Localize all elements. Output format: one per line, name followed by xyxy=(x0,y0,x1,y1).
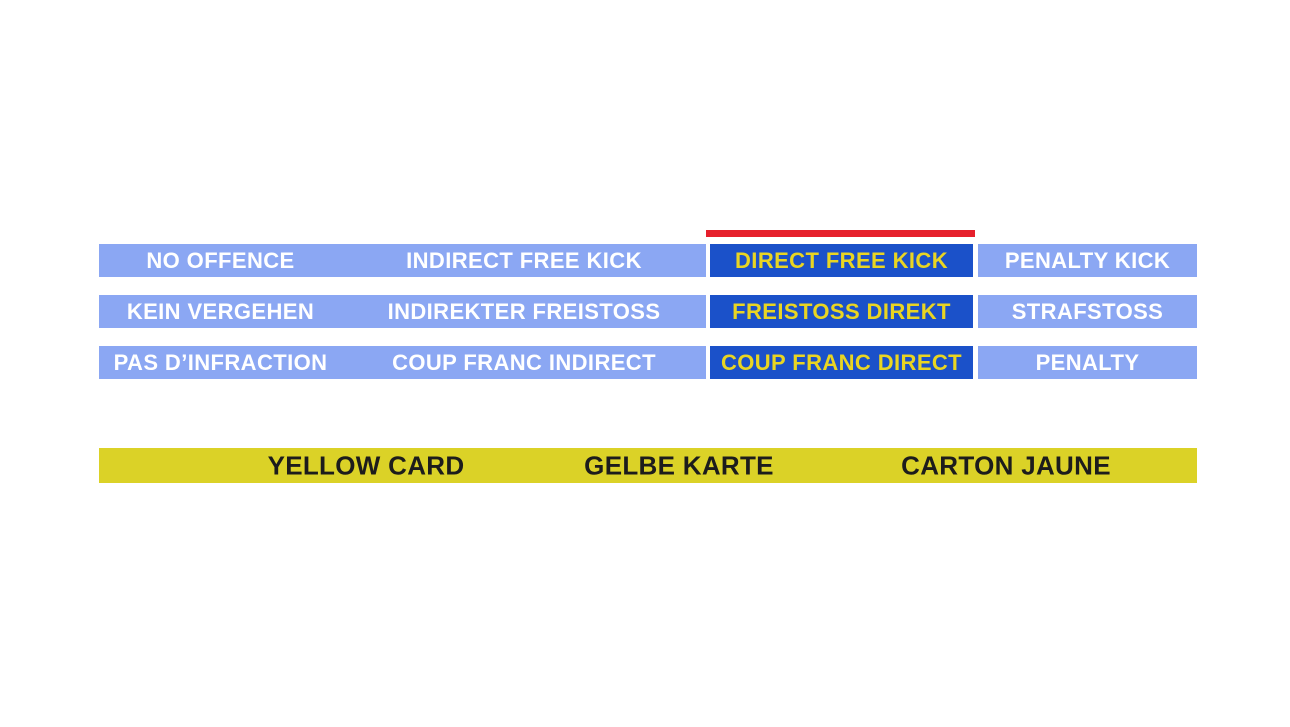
answer-en-no-offence[interactable]: NO OFFENCE xyxy=(99,244,342,277)
answer-row-fr: PAS D’INFRACTION COUP FRANC INDIRECT COU… xyxy=(99,346,1197,379)
answer-row-en: NO OFFENCE INDIRECT FREE KICK DIRECT FRE… xyxy=(99,244,1197,277)
answer-en-penalty-kick[interactable]: PENALTY KICK xyxy=(978,244,1197,277)
selected-column-marker xyxy=(706,230,975,237)
yellow-card-label-en: YELLOW CARD xyxy=(267,450,465,480)
answer-fr-penalty[interactable]: PENALTY xyxy=(978,346,1197,379)
answer-de-strafstoss[interactable]: STRAFSTOSS xyxy=(978,295,1197,328)
answer-de-indirekter-freistoss[interactable]: INDIREKTER FREISTOSS xyxy=(342,295,706,328)
answer-fr-pas-d-infraction[interactable]: PAS D’INFRACTION xyxy=(99,346,342,379)
answer-de-kein-vergehen[interactable]: KEIN VERGEHEN xyxy=(99,295,342,328)
answer-fr-coup-franc-indirect[interactable]: COUP FRANC INDIRECT xyxy=(342,346,706,379)
answer-en-indirect-free-kick[interactable]: INDIRECT FREE KICK xyxy=(342,244,706,277)
answer-row-de: KEIN VERGEHEN INDIREKTER FREISTOSS FREIS… xyxy=(99,295,1197,328)
yellow-card-label-fr: CARTON JAUNE xyxy=(901,450,1111,480)
yellow-card-bar: YELLOW CARD GELBE KARTE CARTON JAUNE xyxy=(99,448,1197,483)
answer-en-direct-free-kick[interactable]: DIRECT FREE KICK xyxy=(710,244,973,277)
yellow-card-label-de: GELBE KARTE xyxy=(584,450,774,480)
answer-de-freistoss-direkt[interactable]: FREISTOSS DIREKT xyxy=(710,295,973,328)
answer-fr-coup-franc-direct[interactable]: COUP FRANC DIRECT xyxy=(710,346,973,379)
